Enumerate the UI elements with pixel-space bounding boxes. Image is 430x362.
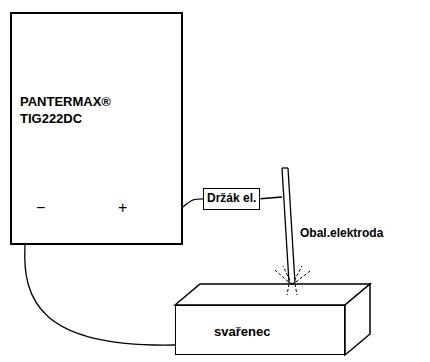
- terminal-sign: +: [118, 199, 127, 217]
- node-text: svařenec: [214, 324, 270, 341]
- workpiece-top: [175, 284, 370, 305]
- cable: [25, 245, 175, 345]
- welding-machine: PANTERMAX® TIG222DC: [10, 12, 183, 245]
- workpiece: svařenec: [175, 305, 345, 355]
- electrode: [288, 168, 295, 283]
- part-label: Obal.elektroda: [300, 226, 383, 240]
- electrode: [282, 168, 289, 283]
- terminal-sign: −: [36, 199, 45, 217]
- node-text: PANTERMAX® TIG222DC: [20, 94, 120, 128]
- electrode: [282, 167, 288, 168]
- node-text: Držák el.: [207, 191, 256, 207]
- arc-sparks: [275, 266, 310, 295]
- holder-jaw: [260, 197, 282, 199]
- workpiece-side: [345, 284, 370, 355]
- electrode-holder: Držák el.: [203, 188, 260, 210]
- cable: [183, 199, 203, 207]
